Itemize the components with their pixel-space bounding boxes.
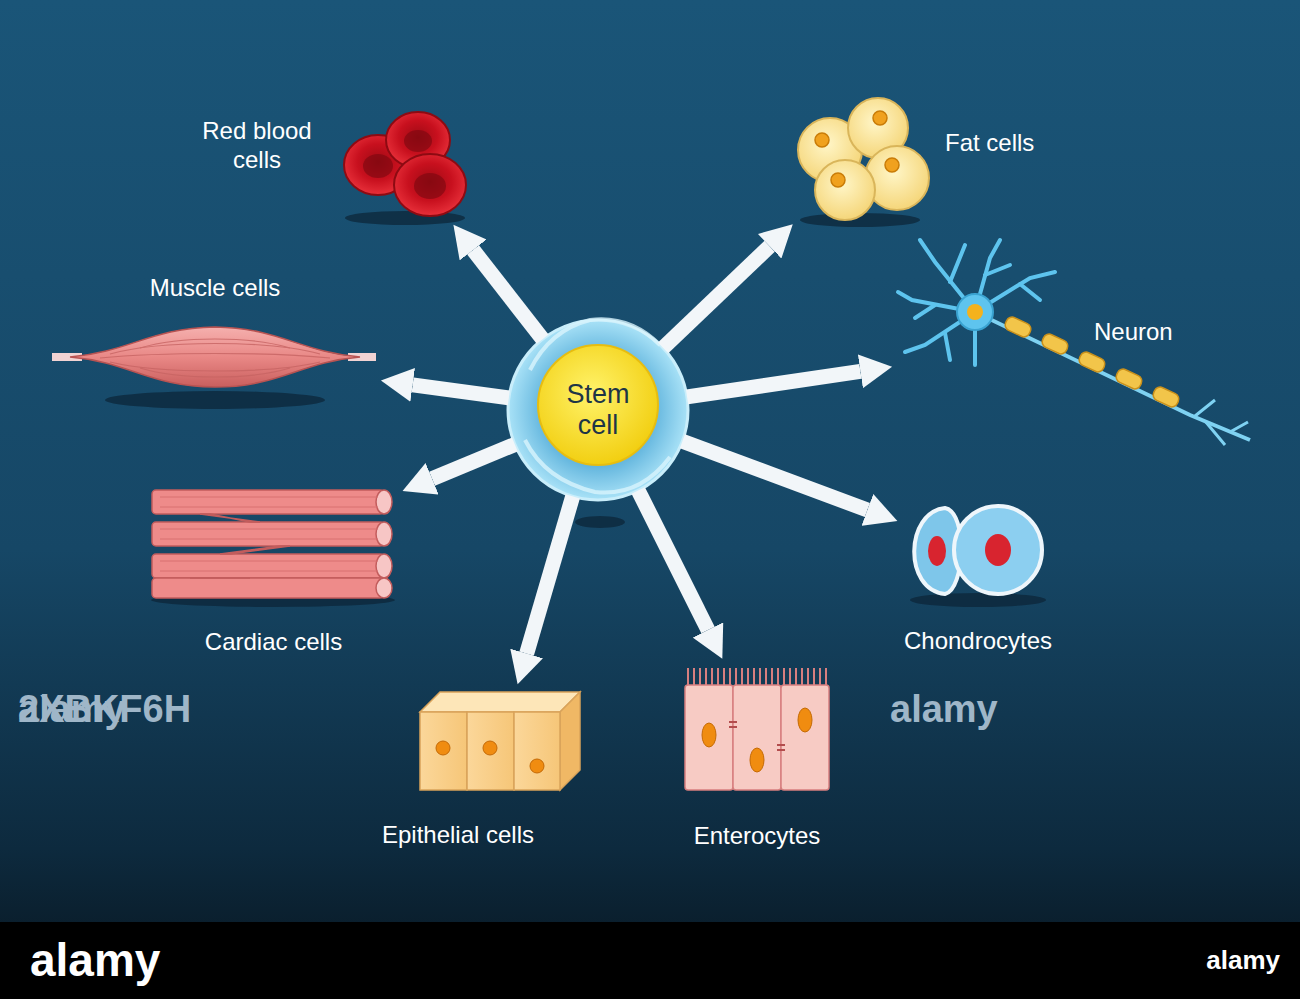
watermark-bar xyxy=(0,922,1300,999)
differentiation-arrow xyxy=(687,371,860,396)
epithelial-cells: Epithelial cells xyxy=(420,690,582,792)
watermark: 2XBKF6H xyxy=(18,688,191,731)
differentiation-arrow xyxy=(682,441,867,510)
differentiation-arrow xyxy=(663,246,770,348)
cell-label: Epithelial cells xyxy=(338,820,578,849)
watermark: alamy xyxy=(890,688,998,731)
differentiation-arrow xyxy=(432,444,515,478)
cardiac-cells: Cardiac cells xyxy=(150,487,397,602)
watermark-logo: alamy xyxy=(30,933,160,987)
chondrocytes: Chondrocytes xyxy=(903,505,1053,597)
differentiation-arrow xyxy=(638,490,708,630)
cell-label: Cardiac cells xyxy=(150,627,397,656)
fat-cells: Fat cells xyxy=(795,100,925,220)
cell-label: Muscle cells xyxy=(115,273,315,302)
muscle-cell: Muscle cells xyxy=(55,327,375,389)
neuron: Neuron xyxy=(898,235,1250,445)
stem-cell: Stem cell xyxy=(510,322,686,498)
differentiation-arrow xyxy=(527,496,573,653)
cell-label: Fat cells xyxy=(945,128,1095,157)
red-blood-cells: Red blood cells xyxy=(342,108,470,220)
differentiation-arrow xyxy=(413,385,509,398)
image-id: alamy xyxy=(1206,945,1280,976)
enterocytes: Enterocytes xyxy=(683,664,831,792)
cell-label: Neuron xyxy=(1094,317,1224,346)
cell-label: Red blood cells xyxy=(177,116,337,174)
cell-label: Chondrocytes xyxy=(858,626,1098,655)
differentiation-arrow xyxy=(473,250,543,339)
cell-label: Enterocytes xyxy=(647,821,867,850)
cell-name: Stem cell xyxy=(543,379,653,441)
